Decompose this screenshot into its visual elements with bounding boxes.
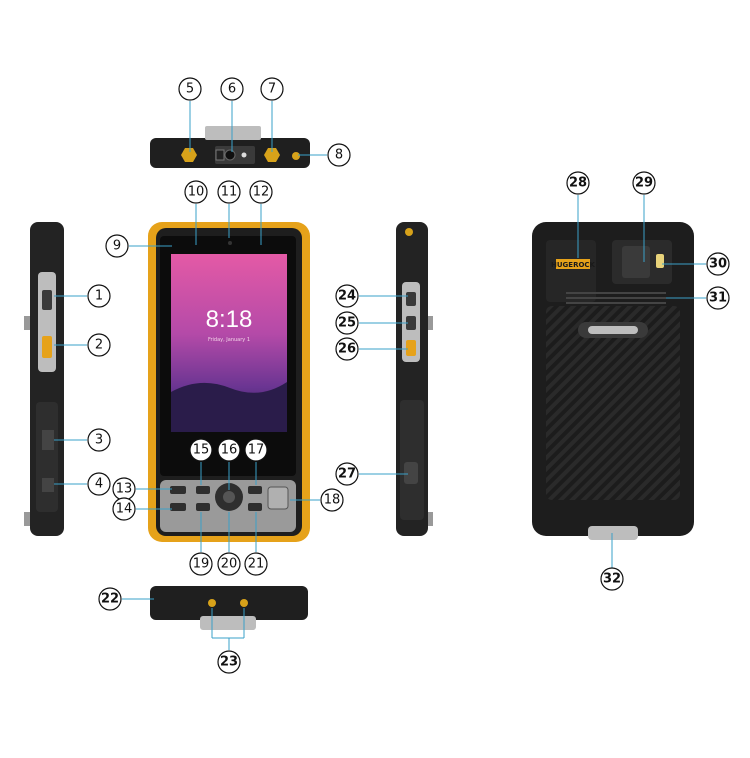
front-camera-icon [228, 241, 232, 245]
right-side-view [396, 222, 433, 536]
callout-30: 30 [709, 257, 727, 272]
callout-26: 26 [338, 342, 356, 357]
callout-20: 20 [221, 557, 238, 572]
callout-29: 29 [635, 176, 653, 191]
callout-6: 6 [228, 82, 236, 97]
left-button-1 [42, 290, 52, 310]
right-lanyard-icon [405, 228, 413, 236]
callout-11: 11 [221, 185, 238, 200]
callout-24: 24 [338, 289, 356, 304]
callout-14: 14 [116, 502, 133, 517]
screen-time: 8:18 [206, 306, 253, 333]
fingerprint-sensor-icon [268, 487, 288, 509]
left-button-2 [42, 336, 52, 358]
right-clip-lower [428, 512, 433, 526]
callout-31: 31 [709, 291, 727, 306]
top-flash-icon [242, 153, 247, 158]
back-flash-icon [656, 254, 664, 268]
key-21 [248, 503, 262, 511]
front-view: 8:18 Friday, January 1 [148, 222, 310, 542]
callout-19: 19 [193, 557, 210, 572]
back-strap-bar-bottom [588, 526, 638, 540]
right-button-24 [406, 292, 416, 306]
top-scanner-window [216, 150, 224, 160]
callout-17: 17 [248, 443, 265, 458]
key-14 [170, 503, 186, 511]
speaker-grille-icon [566, 292, 666, 304]
callout-8: 8 [335, 148, 343, 163]
callout-10: 10 [188, 185, 205, 200]
callout-2: 2 [95, 338, 103, 353]
left-port-3 [42, 430, 54, 450]
key-19 [196, 503, 210, 511]
bottom-clip [200, 616, 256, 630]
callout-5: 5 [186, 82, 194, 97]
pogo-pin-left-icon [208, 599, 216, 607]
key-13 [170, 486, 186, 494]
back-view: HUGEROCK [532, 222, 694, 540]
lanyard-hole-icon [292, 152, 300, 160]
dpad-center-button [223, 491, 235, 503]
callout-9: 9 [113, 239, 121, 254]
callout-13: 13 [116, 482, 133, 497]
screen-date: Friday, January 1 [208, 337, 250, 343]
callout-32: 32 [603, 572, 621, 587]
left-clip-lower [24, 512, 30, 526]
brand-logo-text: HUGEROCK [551, 261, 596, 269]
top-camera-icon [225, 150, 235, 160]
right-button-26 [406, 340, 416, 356]
bottom-view [150, 586, 308, 630]
callout-12: 12 [253, 185, 270, 200]
callout-23: 23 [220, 655, 238, 670]
callout-28: 28 [569, 176, 587, 191]
left-clip-upper [24, 316, 30, 330]
callout-7: 7 [268, 82, 276, 97]
right-side-cover [400, 400, 424, 520]
left-side-cover [36, 402, 58, 512]
callout-25: 25 [338, 316, 356, 331]
callout-4: 4 [95, 477, 103, 492]
bottom-view-body [150, 586, 308, 620]
right-cover-latch-27 [404, 462, 418, 484]
callout-27: 27 [338, 467, 356, 482]
callout-16: 16 [221, 443, 238, 458]
left-side-view [24, 222, 64, 536]
callout-3: 3 [95, 433, 103, 448]
key-17 [248, 486, 262, 494]
callout-22: 22 [101, 592, 119, 607]
back-camera-icon [622, 246, 650, 278]
callout-21: 21 [248, 557, 265, 572]
left-port-4 [42, 478, 54, 492]
top-view [150, 126, 310, 168]
top-clip [205, 126, 261, 140]
pogo-pin-right-icon [240, 599, 248, 607]
right-clip-upper [428, 316, 433, 330]
back-strap-bar-top [588, 326, 638, 334]
callout-15: 15 [193, 443, 210, 458]
key-15 [196, 486, 210, 494]
callout-18: 18 [324, 493, 341, 508]
callout-1: 1 [95, 289, 103, 304]
